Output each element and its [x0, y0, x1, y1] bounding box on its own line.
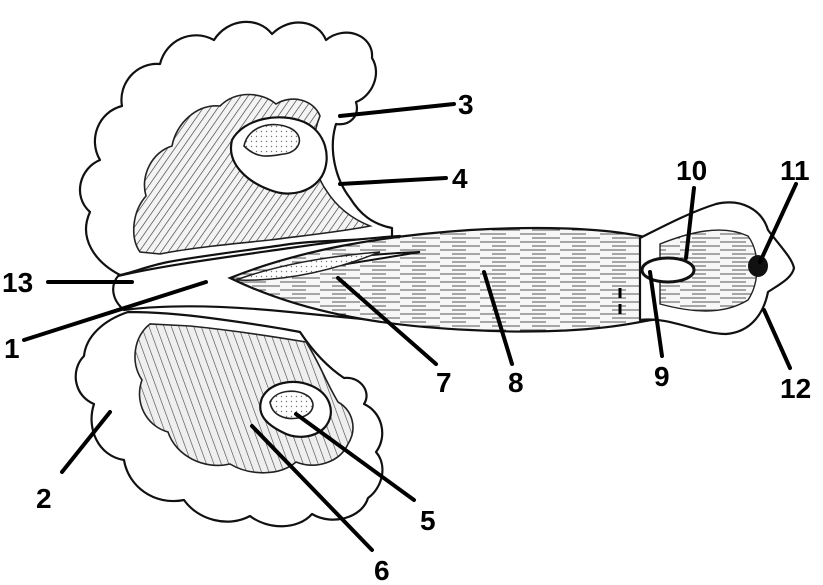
leader-12 — [762, 308, 792, 370]
upper-hemisphere — [79, 20, 394, 277]
terminal-bulb — [638, 201, 796, 336]
label-9: 9 — [654, 361, 670, 392]
label-7: 7 — [436, 367, 452, 398]
leader-8 — [482, 270, 514, 366]
leader-lines — [22, 102, 798, 552]
label-6: 6 — [374, 555, 390, 585]
leader-6 — [250, 424, 374, 552]
stalk-wedge — [235, 251, 381, 281]
leader-1 — [22, 280, 208, 342]
label-10: 10 — [676, 155, 707, 186]
label-1: 1 — [4, 333, 20, 364]
bulb-dark-spot — [748, 255, 768, 277]
bulb-opening — [640, 256, 696, 284]
lower-hemisphere — [74, 310, 384, 528]
label-5: 5 — [420, 505, 436, 536]
choroid-plexus-upper — [243, 123, 301, 157]
label-3: 3 — [458, 89, 474, 120]
leader-11 — [758, 182, 798, 264]
label-13: 13 — [2, 267, 33, 298]
label-2: 2 — [36, 483, 52, 514]
leader-9 — [648, 270, 664, 358]
label-8: 8 — [508, 367, 524, 398]
leader-3 — [338, 102, 456, 118]
leader-7 — [336, 276, 438, 366]
leader-2 — [60, 410, 112, 474]
stalk — [227, 226, 706, 333]
number-labels: 1 2 3 4 5 6 7 8 9 10 11 12 13 — [2, 89, 811, 585]
label-12: 12 — [780, 373, 811, 404]
leader-5 — [294, 412, 416, 502]
label-11: 11 — [780, 155, 810, 186]
leader-4 — [338, 176, 448, 186]
choroid-plexus-lower — [269, 390, 314, 420]
leader-10 — [684, 186, 696, 260]
label-4: 4 — [452, 163, 468, 194]
